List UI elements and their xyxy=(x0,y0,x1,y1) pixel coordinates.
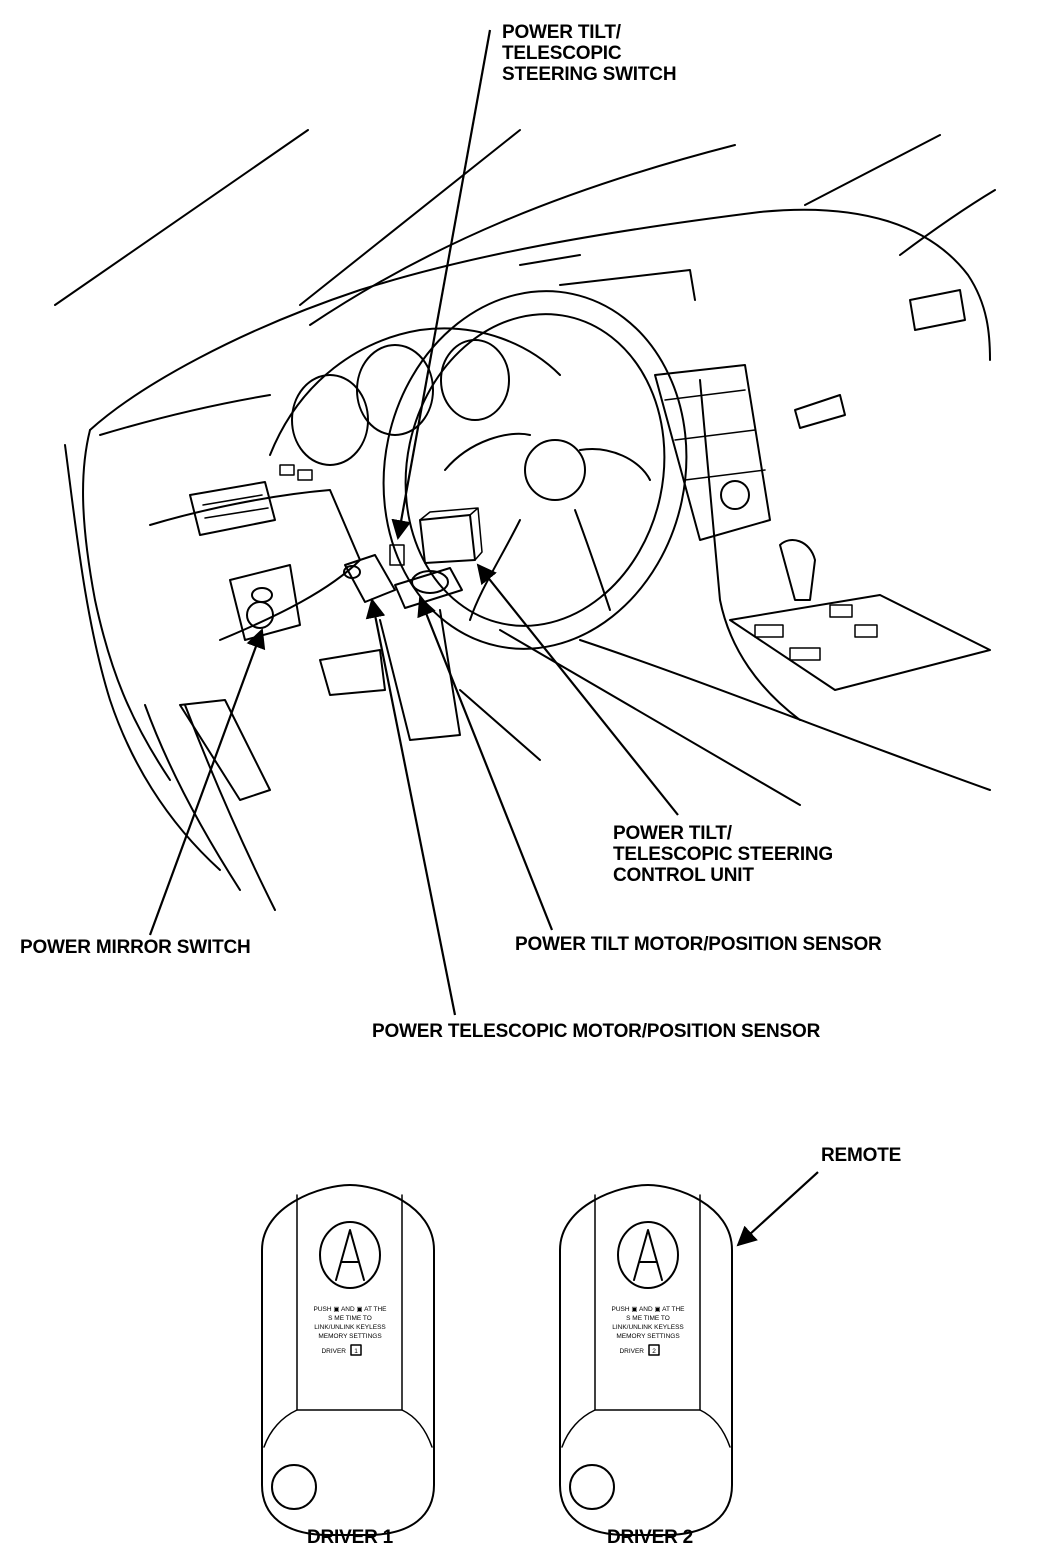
leader-mirror-switch xyxy=(148,628,266,936)
leader-telescopic-motor xyxy=(365,598,457,1016)
fob-driver-word: DRIVER xyxy=(321,1348,346,1355)
callout-mirror-switch: POWER MIRROR SWITCH xyxy=(20,937,251,958)
callout-line: POWER TILT/ xyxy=(613,823,732,844)
callout-line: STEERING SWITCH xyxy=(502,64,677,85)
caption-driver-2: DRIVER 2 xyxy=(607,1527,694,1548)
fob-text-line: LINK/UNLINK KEYLESS xyxy=(314,1324,386,1331)
remote-fob-driver-1: PUSH ▣ AND ▣ AT THE S ME TIME TO LINK/UN… xyxy=(261,1184,435,1536)
acura-logo-icon xyxy=(319,1221,381,1289)
remote-fob-driver-2: PUSH ▣ AND ▣ AT THE S ME TIME TO LINK/UN… xyxy=(559,1184,733,1536)
fob-text-line: S ME TIME TO xyxy=(626,1315,670,1322)
callout-line: TELESCOPIC STEERING xyxy=(613,844,834,865)
callout-tilt-telescopic-switch: POWER TILT/ TELESCOPIC STEERING SWITCH xyxy=(502,22,677,85)
leader-tilt-motor xyxy=(417,596,554,931)
leader-control-unit xyxy=(476,563,679,816)
fob-text-line: LINK/UNLINK KEYLESS xyxy=(612,1324,684,1331)
fob-driver-number: 1 xyxy=(354,1348,358,1355)
caption-driver-1: DRIVER 1 xyxy=(307,1527,394,1548)
callout-line: CONTROL UNIT xyxy=(613,865,754,886)
leader-remote xyxy=(736,1171,819,1247)
fob-text-line: MEMORY SETTINGS xyxy=(318,1333,382,1340)
callout-remote: REMOTE xyxy=(821,1145,902,1166)
callout-telescopic-motor: POWER TELESCOPIC MOTOR/POSITION SENSOR xyxy=(372,1021,821,1042)
leader-lines xyxy=(148,29,819,1247)
leader-tilt-switch xyxy=(391,29,492,540)
fob-driver-number: 2 xyxy=(652,1348,656,1355)
fob-text-line: MEMORY SETTINGS xyxy=(616,1333,680,1340)
fob-text-line: S ME TIME TO xyxy=(328,1315,372,1322)
fob-driver-word: DRIVER xyxy=(619,1348,644,1355)
callout-control-unit: POWER TILT/ TELESCOPIC STEERING CONTROL … xyxy=(613,823,833,886)
fob-text-line: PUSH ▣ AND ▣ AT THE xyxy=(314,1306,388,1313)
callout-line: TELESCOPIC xyxy=(502,43,622,64)
dashboard-illustration xyxy=(54,129,996,911)
callout-line: POWER TILT/ xyxy=(502,22,621,43)
fob-text-line: PUSH ▣ AND ▣ AT THE xyxy=(612,1306,686,1313)
callout-tilt-motor: POWER TILT MOTOR/POSITION SENSOR xyxy=(515,934,882,955)
acura-logo-icon xyxy=(617,1221,679,1289)
